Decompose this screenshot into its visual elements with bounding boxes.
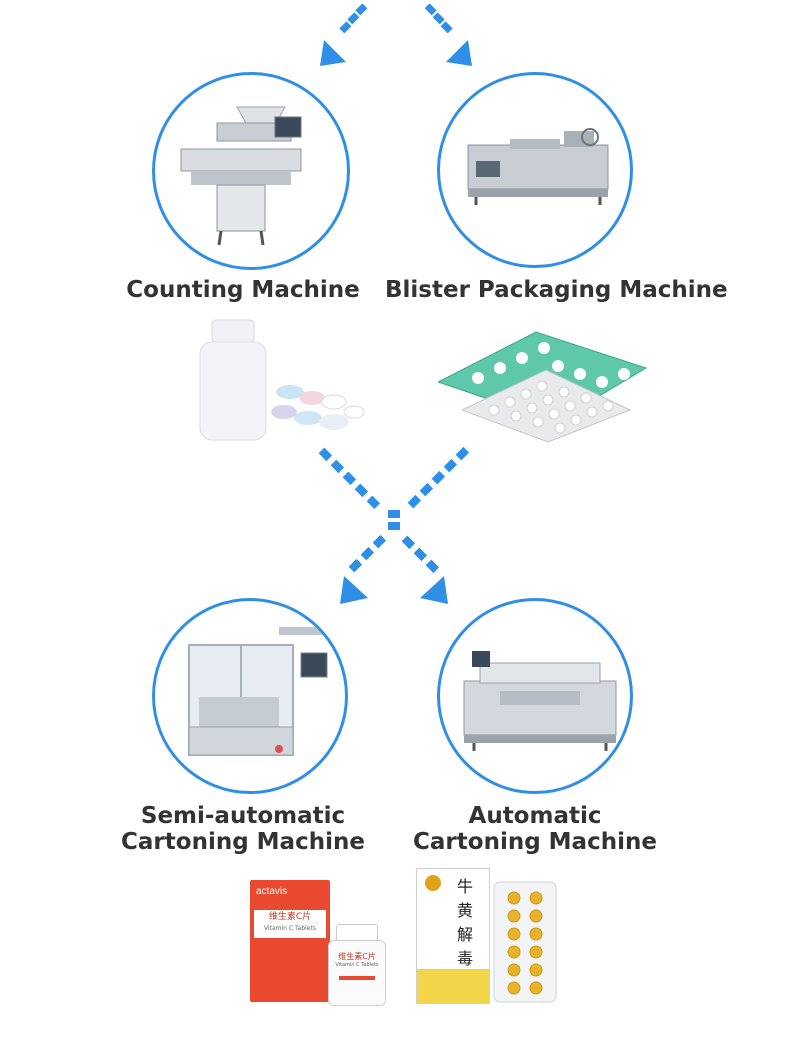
counting-machine-circle <box>152 72 350 270</box>
arrow-down-right-icon <box>424 4 472 66</box>
semi-automatic-cartoner-label-line2: Cartoning Machine <box>121 829 365 855</box>
yellow-medicine-carton: 牛黄解毒片 <box>416 868 490 1004</box>
semi-automatic-cartoner-label-line1: Semi-automatic <box>140 803 346 829</box>
automatic-cartoner-label-line2: Cartoning Machine <box>413 829 657 855</box>
automatic-cartoner-label-line1: Automatic <box>468 803 602 829</box>
bottle-and-tablets-illustration <box>199 319 365 441</box>
semi-automatic-cartoner-label: Semi-automatic Cartoning Machine <box>112 803 374 855</box>
counting-machine-label: Counting Machine <box>126 277 360 303</box>
blister-machine-circle <box>437 72 633 268</box>
brand-text: actavis <box>256 886 288 897</box>
merge-split-arrows-icon <box>318 446 470 604</box>
blister-packs-illustration <box>438 331 648 443</box>
automatic-cartoner-circle <box>437 598 633 794</box>
automatic-cartoner-illustration <box>463 651 617 751</box>
blister-machine-illustration <box>467 128 609 205</box>
vitamin-c-carton: actavis 维生素C片 Vitamin C Tablets <box>250 880 330 1002</box>
blister-machine-label: Blister Packaging Machine <box>385 277 728 303</box>
semi-automatic-cartoner-circle <box>152 598 348 794</box>
counting-machine-illustration <box>180 106 302 246</box>
vitamin-c-bottle: 维生素C片 Vitamin C Tablets <box>328 924 386 1006</box>
arrow-down-left-icon <box>320 4 368 66</box>
carton-name-cn: 维生素C片 <box>268 912 312 922</box>
bottle-name-en: Vitamin C Tablets <box>335 962 379 968</box>
bottle-name-cn: 维生素C片 <box>338 952 376 961</box>
semi-automatic-cartoner-illustration <box>188 627 331 756</box>
yellow-pill-blister <box>493 881 557 1003</box>
carton-name-en: Vitamin C Tablets <box>264 925 316 932</box>
automatic-cartoner-label: Automatic Cartoning Machine <box>404 803 666 855</box>
